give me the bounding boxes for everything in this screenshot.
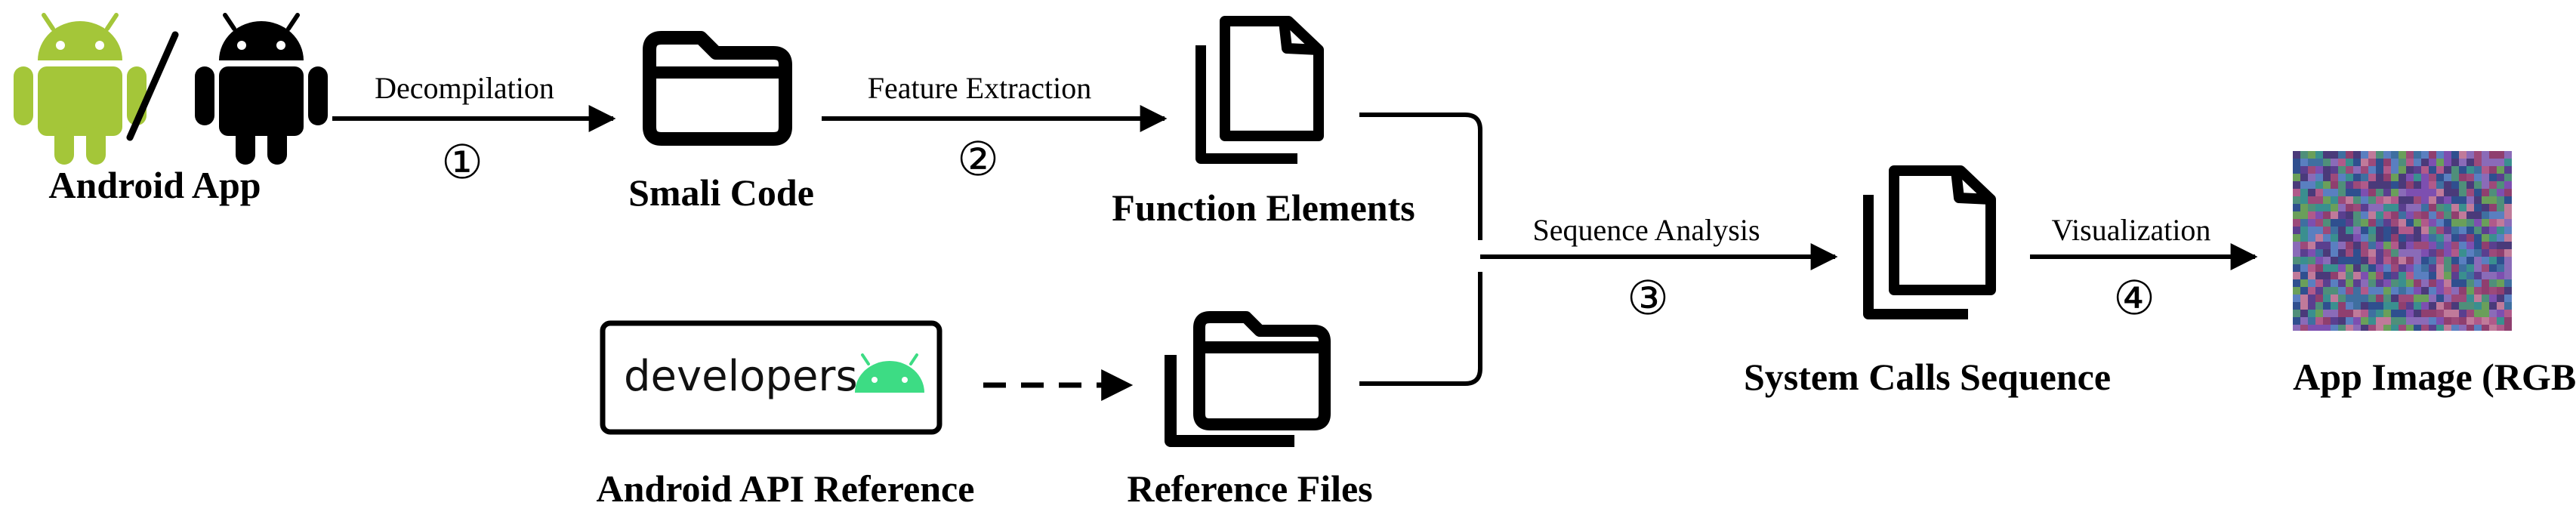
function-elements-node: Function Elements bbox=[1112, 16, 1415, 229]
folders-stack-icon bbox=[1165, 311, 1331, 447]
developers-logo-text: developers bbox=[624, 352, 858, 401]
decompilation-edge: Decompilation ① bbox=[332, 71, 616, 189]
app-image-label: App Image (RGB) bbox=[2293, 356, 2576, 398]
decompilation-label: Decompilation bbox=[375, 71, 554, 105]
documents-stack-icon bbox=[1863, 165, 1996, 319]
android-head-icon bbox=[855, 353, 924, 393]
system-calls-label: System Calls Sequence bbox=[1744, 356, 2111, 398]
feature-extraction-label: Feature Extraction bbox=[868, 71, 1092, 105]
folder-icon bbox=[643, 31, 792, 146]
documents-stack-icon bbox=[1195, 16, 1324, 164]
visualization-step: ④ bbox=[2113, 273, 2155, 325]
visualization-edge: Visualization ④ bbox=[2030, 213, 2258, 325]
developers-logo-box bbox=[600, 320, 942, 435]
visualization-label: Visualization bbox=[2052, 213, 2211, 247]
android-robot-green-icon bbox=[14, 13, 147, 165]
android-app-label: Android App bbox=[48, 164, 261, 206]
smali-code-node: Smali Code bbox=[628, 31, 814, 214]
system-calls-node: System Calls Sequence bbox=[1744, 165, 2111, 398]
smali-code-label: Smali Code bbox=[628, 171, 814, 214]
feature-extraction-edge: Feature Extraction ② bbox=[822, 71, 1168, 186]
api-reference-label: Android API Reference bbox=[597, 467, 975, 510]
api-reference-node: developers Android API Reference bbox=[597, 320, 975, 510]
sequence-analysis-edge: Sequence Analysis ③ bbox=[1480, 213, 1838, 325]
decompilation-step: ① bbox=[441, 137, 483, 189]
rgb-noise-image bbox=[2293, 151, 2512, 331]
slash-separator bbox=[126, 31, 179, 141]
reference-files-node: Reference Files bbox=[1127, 311, 1373, 510]
sequence-analysis-label: Sequence Analysis bbox=[1532, 213, 1760, 247]
merge-connector bbox=[1359, 113, 1482, 386]
app-image-node: App Image (RGB) bbox=[2293, 151, 2576, 398]
sequence-analysis-step: ③ bbox=[1627, 273, 1669, 325]
android-app-node: Android App bbox=[14, 13, 328, 206]
reference-files-label: Reference Files bbox=[1127, 467, 1372, 510]
android-robot-black-icon bbox=[195, 13, 328, 165]
function-elements-label: Function Elements bbox=[1112, 187, 1414, 229]
feature-extraction-step: ② bbox=[957, 134, 999, 186]
